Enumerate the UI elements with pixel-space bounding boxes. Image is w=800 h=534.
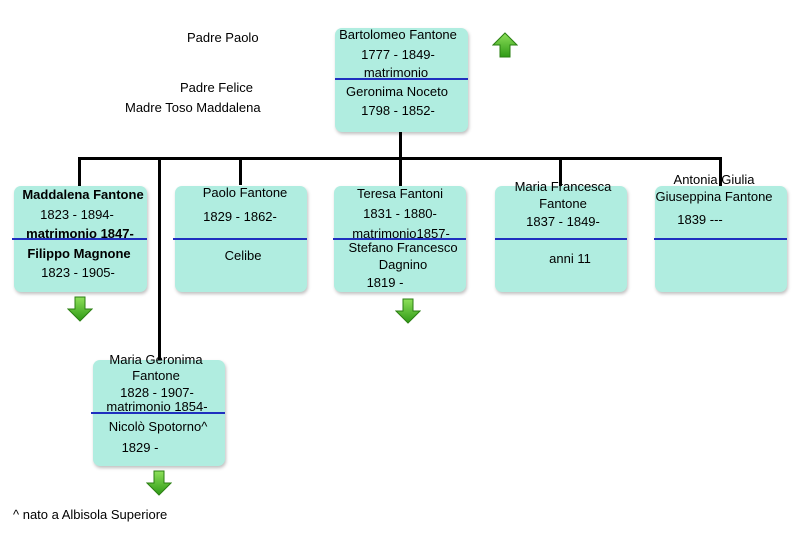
arrow-down-icon[interactable]: [146, 470, 172, 496]
paolo-name: Paolo Fantone: [202, 185, 288, 200]
divider-paolo: [173, 238, 307, 240]
teresa-name: Teresa Fantoni: [357, 186, 443, 201]
maria-francesca-name-line2: Fantone: [539, 196, 587, 211]
arrow-down-icon[interactable]: [67, 296, 93, 322]
paolo-note: Celibe: [224, 248, 262, 263]
maria-geronima-dates: 1828 - 1907-: [120, 385, 194, 400]
maddalena-name: Maddalena Fantone: [22, 187, 144, 202]
root-divider: [335, 78, 468, 80]
teresa-dates: 1831 - 1880-: [363, 206, 437, 221]
root-husband-dates: 1777 - 1849-: [361, 47, 435, 62]
divider-maria-francesca: [495, 238, 627, 240]
label-madre-toso: Madre Toso Maddalena: [125, 100, 261, 115]
teresa-spouse-line2: Dagnino: [378, 257, 428, 272]
antonia-name-line1: Antonia Giulia: [673, 172, 755, 187]
antonia-name-line2: Giuseppina Fantone: [655, 189, 773, 204]
paolo-dates: 1829 - 1862-: [203, 209, 277, 224]
root-husband-name: Bartolomeo Fantone: [339, 27, 457, 42]
arrow-down-icon[interactable]: [395, 298, 421, 324]
divider-maddalena: [12, 238, 147, 240]
root-wife-name: Geronima Noceto: [346, 84, 448, 99]
divider-teresa: [333, 238, 466, 240]
footnote: ^ nato a Albisola Superiore: [13, 507, 168, 522]
maddalena-spouse-dates: 1823 - 1905-: [41, 265, 115, 280]
maria-geronima-spouse: Nicolò Spotorno^: [108, 419, 208, 434]
teresa-spouse-dates: 1819 -: [366, 275, 404, 290]
root-marriage: matrimonio: [363, 65, 429, 80]
maria-francesca-note: anni 11: [549, 251, 591, 266]
divider-antonia: [654, 238, 787, 240]
root-wife-dates: 1798 - 1852-: [361, 103, 435, 118]
connector-maria-francesca: [559, 157, 562, 187]
maria-francesca-name-line1: Maria Francesca: [514, 179, 612, 194]
connector-maddalena: [78, 157, 81, 187]
maddalena-marriage: matrimonio 1847-: [26, 226, 134, 241]
root-connector-line: [399, 132, 402, 160]
maria-geronima-name-line1: Maria Geronima: [109, 352, 203, 367]
maria-geronima-marriage: matrimonio 1854-: [106, 399, 208, 414]
label-padre-paolo: Padre Paolo: [187, 30, 259, 45]
maddalena-spouse: Filippo Magnone: [27, 246, 131, 261]
connector-maria-geronima: [158, 157, 161, 366]
maria-geronima-name-line2: Fantone: [132, 368, 180, 383]
teresa-marriage: matrimonio1857-: [352, 226, 450, 241]
divider-maria-geronima: [91, 412, 225, 414]
connector-antonia: [719, 157, 722, 187]
maria-geronima-spouse-dates: 1829 -: [121, 440, 159, 455]
maddalena-dates: 1823 - 1894-: [40, 207, 114, 222]
arrow-up-icon[interactable]: [492, 32, 518, 58]
connector-teresa: [399, 157, 402, 187]
antonia-dates: 1839 ---: [677, 212, 723, 227]
teresa-spouse-line1: Stefano Francesco: [348, 240, 458, 255]
root-couple-box[interactable]: [335, 28, 468, 132]
label-padre-felice: Padre Felice: [180, 80, 253, 95]
maria-francesca-dates: 1837 - 1849-: [526, 214, 600, 229]
connector-paolo: [239, 157, 242, 185]
